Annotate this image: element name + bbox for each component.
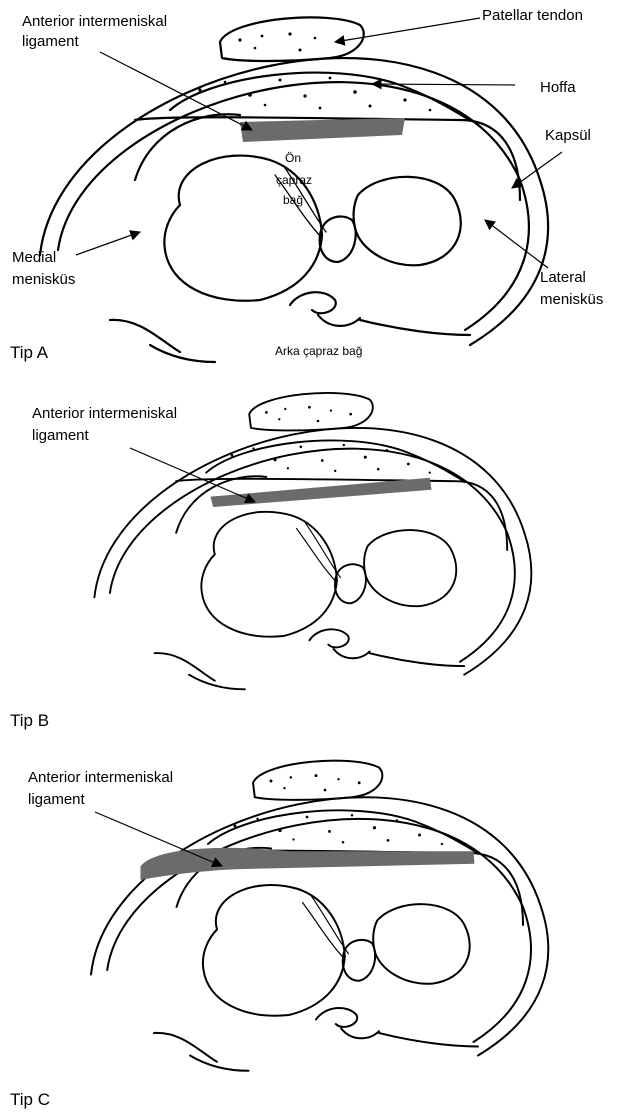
intermeniscal-ligament-a — [240, 118, 405, 142]
ligament-label-c-line2: ligament — [28, 791, 86, 808]
tip-c-label: Tip C — [10, 1090, 50, 1109]
tip-b-label: Tip B — [10, 711, 49, 730]
patellar-tendon-arrow — [335, 18, 480, 42]
hoffa-arrow — [372, 84, 515, 85]
panel-c: Anterior intermeniskal ligament Tip C — [10, 761, 548, 1109]
ligament-label-a-line1: Anterior intermeniskal — [22, 13, 167, 30]
patellar-tendon-label: Patellar tendon — [482, 7, 583, 24]
panel-a: Anterior intermeniskal ligament Patellar… — [10, 7, 603, 362]
capsule-label: Kapsül — [545, 127, 591, 144]
intermeniscal-ligament-b — [211, 478, 432, 507]
tip-a-label: Tip A — [10, 343, 49, 362]
knee-outline-b — [94, 393, 531, 689]
medial-meniscus-label-line1: Medial — [12, 249, 56, 266]
ligament-label-c-line1: Anterior intermeniskal — [28, 769, 173, 786]
lateral-meniscus-label-line1: Lateral — [540, 269, 586, 286]
knee-outline-c — [91, 761, 548, 1071]
acl-label-line2: çapraz — [276, 173, 312, 187]
lateral-meniscus-arrow — [485, 220, 548, 268]
pcl-label: Arka çapraz bağ — [275, 344, 362, 358]
acl-label-line3: bağ — [283, 193, 303, 207]
medial-meniscus-arrow — [76, 232, 140, 255]
acl-label-line1: Ön — [285, 151, 301, 165]
capsule-arrow — [512, 152, 562, 188]
hoffa-label: Hoffa — [540, 79, 576, 96]
medial-meniscus-label-line2: menisküs — [12, 271, 75, 288]
panel-b: Anterior intermeniskal ligament Tip B — [10, 393, 531, 730]
ligament-label-b-line1: Anterior intermeniskal — [32, 405, 177, 422]
ligament-label-b-line2: ligament — [32, 427, 90, 444]
lateral-meniscus-label-line2: menisküs — [540, 291, 603, 308]
ligament-label-a-line2: ligament — [22, 33, 80, 50]
knee-outline-a — [40, 17, 548, 362]
